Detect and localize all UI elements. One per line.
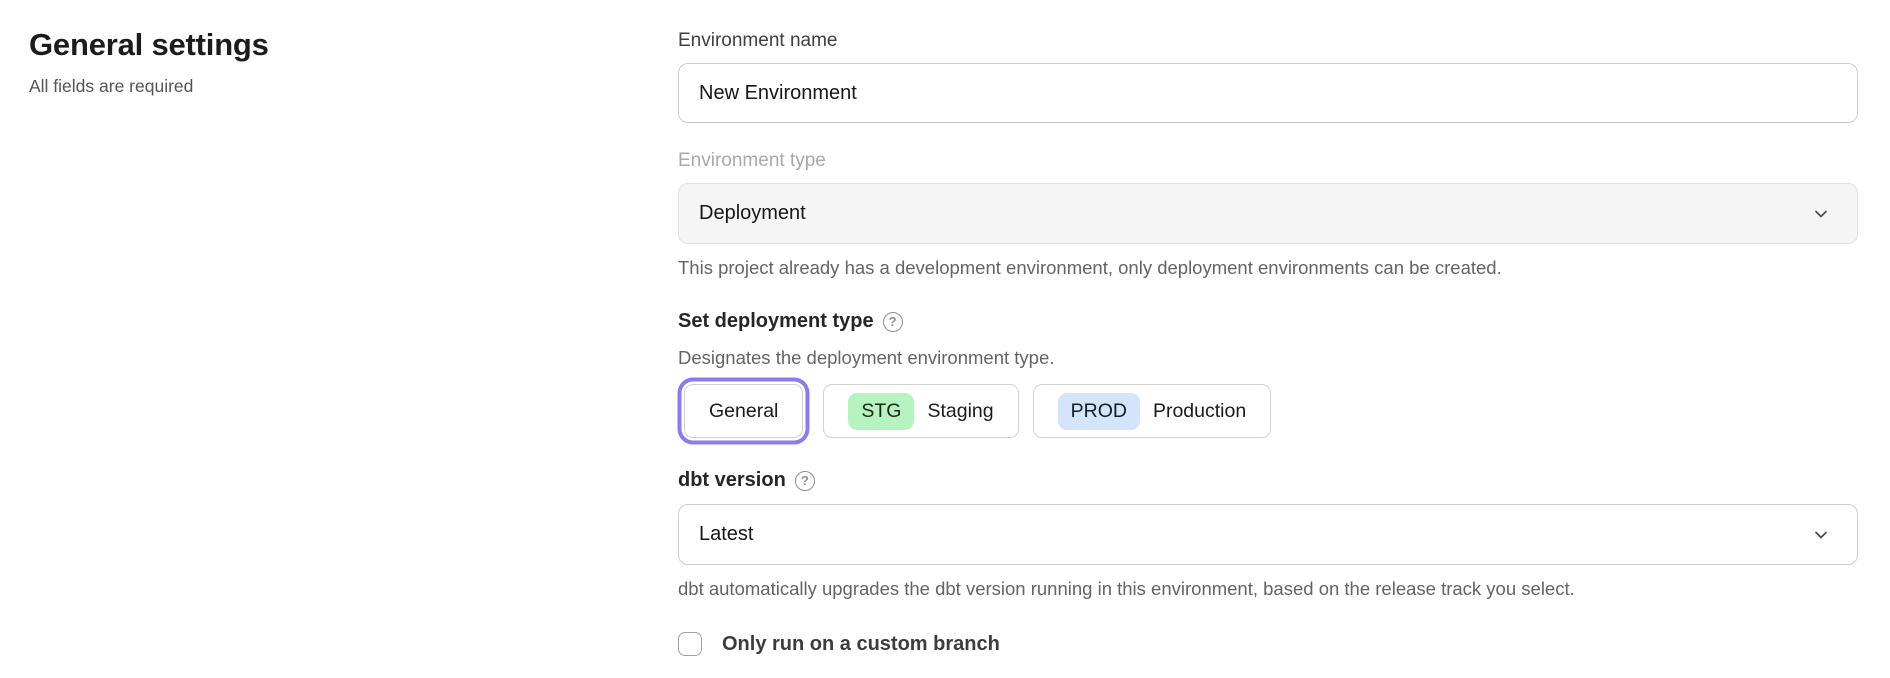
page-title: General settings — [29, 27, 589, 63]
dbt-version-helper: dbt automatically upgrades the dbt versi… — [678, 578, 1858, 600]
deployment-type-description: Designates the deployment environment ty… — [678, 347, 1858, 369]
dbt-version-value: Latest — [699, 523, 753, 546]
deployment-type-staging-label: Staging — [927, 400, 993, 423]
deployment-type-production-button[interactable]: PROD Production — [1033, 384, 1272, 438]
custom-branch-checkbox[interactable] — [678, 632, 702, 656]
environment-type-label: Environment type — [678, 150, 1858, 172]
dbt-version-label-text: dbt version — [678, 469, 786, 492]
deployment-type-general-label: General — [709, 400, 778, 423]
custom-branch-row: Only run on a custom branch — [678, 632, 1858, 656]
dbt-version-select[interactable]: Latest — [678, 504, 1858, 565]
deployment-type-staging-button[interactable]: STG Staging — [823, 384, 1018, 438]
page-subtitle: All fields are required — [29, 76, 589, 97]
deployment-type-general-button[interactable]: General — [684, 384, 803, 438]
deployment-type-label-text: Set deployment type — [678, 310, 874, 333]
deployment-type-section-label: Set deployment type ? — [678, 310, 1858, 333]
deployment-type-production-label: Production — [1153, 400, 1246, 423]
dbt-version-section-label: dbt version ? — [678, 469, 1858, 492]
environment-name-input[interactable] — [678, 63, 1858, 123]
chevron-down-icon — [1811, 525, 1831, 545]
help-icon[interactable]: ? — [795, 471, 815, 491]
help-icon[interactable]: ? — [883, 312, 903, 332]
general-settings-form: Environment name Environment type Deploy… — [678, 30, 1858, 656]
deployment-type-options: General STG Staging PROD Production — [678, 384, 1858, 438]
environment-name-label: Environment name — [678, 30, 1858, 52]
staging-badge: STG — [848, 393, 914, 430]
environment-type-helper: This project already has a development e… — [678, 257, 1858, 279]
environment-type-select[interactable]: Deployment — [678, 183, 1858, 244]
page-header: General settings All fields are required — [29, 27, 589, 97]
environment-type-value: Deployment — [699, 202, 806, 225]
custom-branch-label[interactable]: Only run on a custom branch — [722, 633, 1000, 656]
production-badge: PROD — [1058, 393, 1140, 430]
chevron-down-icon — [1811, 204, 1831, 224]
